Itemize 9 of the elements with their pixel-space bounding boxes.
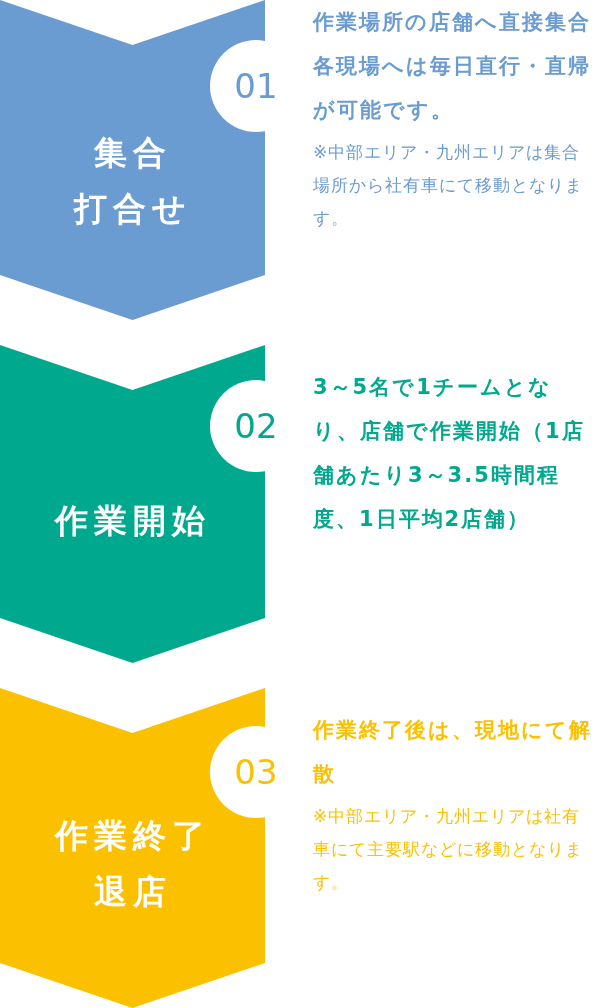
note-text: ※中部エリア・九州エリアは集合場所から社有車にて移動となります。 <box>313 141 584 230</box>
step-description: 作業場所の店舗へ直接集合 <box>313 9 592 36</box>
step-description: 各現場へは毎日直行・直帰が可能です。 <box>313 53 592 124</box>
step-description: 3～5名で1チームとなり、店舗で作業開始（1店舗あたり3～3.5時間程度、1日平均2店舗） <box>313 374 586 533</box>
step-title: 集合打合せ <box>72 132 193 230</box>
note-text: ※中部エリア・九州エリアは社有車にて主要駅などに移動となります。 <box>313 805 584 894</box>
step-title: 作業開始 <box>53 500 212 542</box>
step-description: 作業終了後は、現地にて解散 <box>313 717 593 788</box>
step-title: 作業終了退店 <box>53 815 212 913</box>
